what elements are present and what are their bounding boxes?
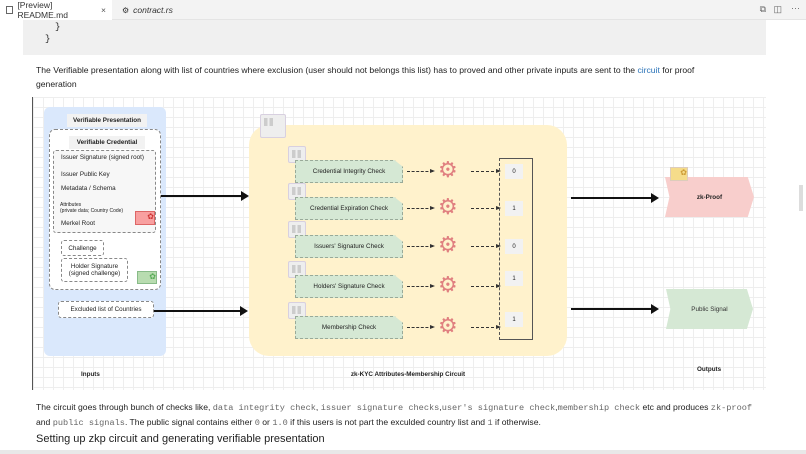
tab-readme-preview[interactable]: [Preview] README.md × [0, 0, 112, 20]
holder-signature-box: Holder Signature(signed challenge) [61, 258, 128, 282]
intro-paragraph: The Verifiable presentation along with l… [36, 65, 695, 89]
dotted-arrow [407, 169, 435, 173]
output-value: 1 [505, 201, 523, 216]
preview-icon [6, 6, 14, 14]
circuit-link[interactable]: circuit [637, 65, 660, 75]
dotted-arrow [407, 244, 435, 248]
field-merkel-root: Merkel Root [61, 220, 95, 227]
dotted-arrow [471, 206, 501, 210]
field-issuer-signature: Issuer Signature (signed root) [61, 154, 144, 161]
arrow [161, 191, 249, 201]
rust-icon: ⚙ [122, 5, 130, 15]
vp-title: Verifiable Presentation [67, 114, 147, 127]
field-attributes: Attributes(private data; Country Code) [60, 202, 124, 214]
diagram: Verifiable Presentation Verifiable Crede… [32, 97, 766, 390]
module-icon [260, 114, 286, 138]
check-box: Issuers' Signature Check [295, 235, 403, 258]
circuit-label: zk-KYC Attributes-Membership Circuit [350, 371, 466, 378]
output-value: 1 [505, 271, 523, 286]
dotted-arrow [407, 325, 435, 329]
open-changes-icon[interactable]: ⧉ [759, 4, 766, 14]
inputs-label: Inputs [81, 371, 100, 378]
dotted-arrow [471, 244, 501, 248]
status-bar [0, 450, 806, 454]
tab-label: contract.rs [133, 5, 173, 15]
checks-paragraph: The circuit goes through bunch of checks… [36, 402, 753, 428]
field-metadata: Metadata / Schema [61, 185, 116, 192]
code-block: } } [23, 20, 766, 55]
tab-bar: [Preview] README.md × ⚙ contract.rs ⧉ ◫ … [0, 0, 806, 20]
output-vector-bracket-right [527, 158, 533, 340]
dotted-arrow [471, 325, 501, 329]
certificate-icon: ✿ [137, 271, 157, 284]
scrollbar-thumb[interactable] [799, 185, 803, 211]
public-signal-box: Public Signal [666, 289, 753, 329]
gear-icon: ⚙ [438, 194, 458, 219]
arrow [571, 193, 659, 203]
gear-icon: ⚙ [438, 157, 458, 182]
dotted-arrow [407, 206, 435, 210]
more-actions-icon[interactable]: ··· [791, 3, 800, 13]
dotted-arrow [407, 284, 435, 288]
check-box: Holders' Signature Check [295, 275, 403, 298]
gear-icon: ⚙ [438, 313, 458, 338]
module-icon [288, 146, 306, 163]
code-line: } [55, 22, 61, 32]
output-value: 1 [505, 312, 523, 327]
dotted-arrow [471, 169, 501, 173]
arrow [154, 306, 248, 316]
certificate-icon: ✿ [670, 167, 688, 181]
check-box: Credential Integrity Check [295, 160, 403, 183]
arrow [571, 304, 659, 314]
output-vector-bracket [499, 158, 533, 340]
dotted-arrow [471, 284, 501, 288]
check-box: Membership Check [295, 316, 403, 339]
close-icon[interactable]: × [101, 5, 106, 15]
outputs-label: Outputs [697, 366, 722, 373]
excluded-countries-box: Excluded list of Countries [58, 301, 154, 318]
code-line: } [45, 34, 51, 44]
tab-contract-rs[interactable]: ⚙ contract.rs [116, 0, 179, 20]
check-box: Credential Expiration Check [295, 197, 403, 220]
output-value: 0 [505, 164, 523, 179]
gear-icon: ⚙ [438, 232, 458, 257]
zk-proof-box: zk-Proof [665, 177, 754, 217]
field-issuer-public-key: Issuer Public Key [61, 171, 110, 178]
split-editor-icon[interactable]: ◫ [773, 4, 782, 14]
output-value: 0 [505, 239, 523, 254]
module-icon [288, 221, 306, 238]
certificate-icon: ✿ [135, 211, 155, 225]
module-icon [288, 302, 306, 319]
challenge-box: Challenge [61, 240, 104, 256]
vc-title: Verifiable Credential [69, 136, 145, 149]
tab-label: [Preview] README.md [17, 0, 68, 20]
gear-icon: ⚙ [438, 272, 458, 297]
section-heading: Setting up zkp circuit and generating ve… [36, 433, 325, 445]
